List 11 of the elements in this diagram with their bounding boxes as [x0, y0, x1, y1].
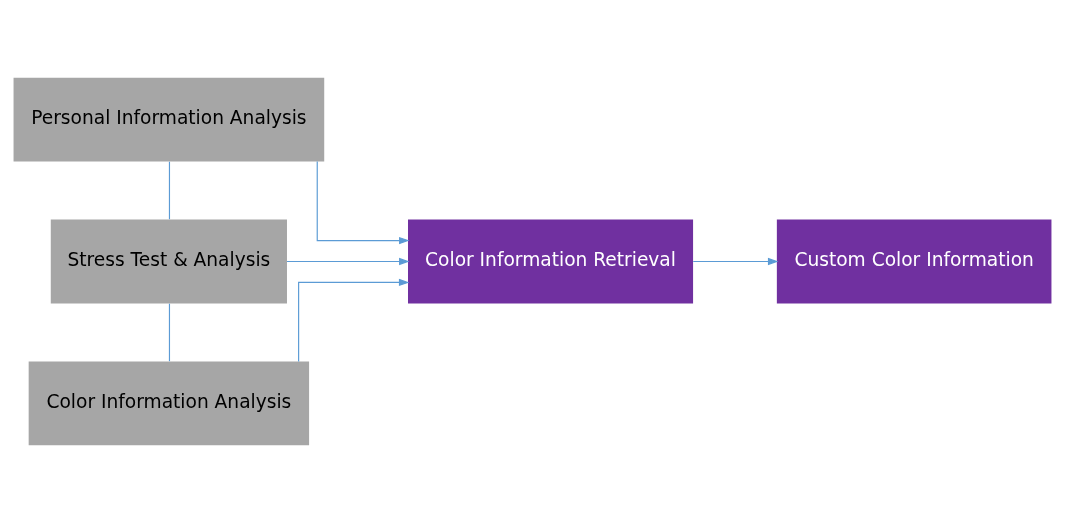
arrow: [298, 278, 410, 363]
node-box: Color Information Analysis: [28, 361, 310, 446]
arrow: [316, 160, 410, 245]
connector: [168, 303, 171, 362]
node-box: Custom Color Information: [776, 219, 1052, 304]
connector: [168, 161, 171, 220]
node-box: Stress Test & Analysis: [50, 219, 287, 304]
arrow: [286, 257, 410, 266]
arrow: [692, 257, 779, 266]
node-box: Personal Information Analysis: [13, 77, 325, 162]
node-box: Color Information Retrieval: [408, 219, 694, 304]
